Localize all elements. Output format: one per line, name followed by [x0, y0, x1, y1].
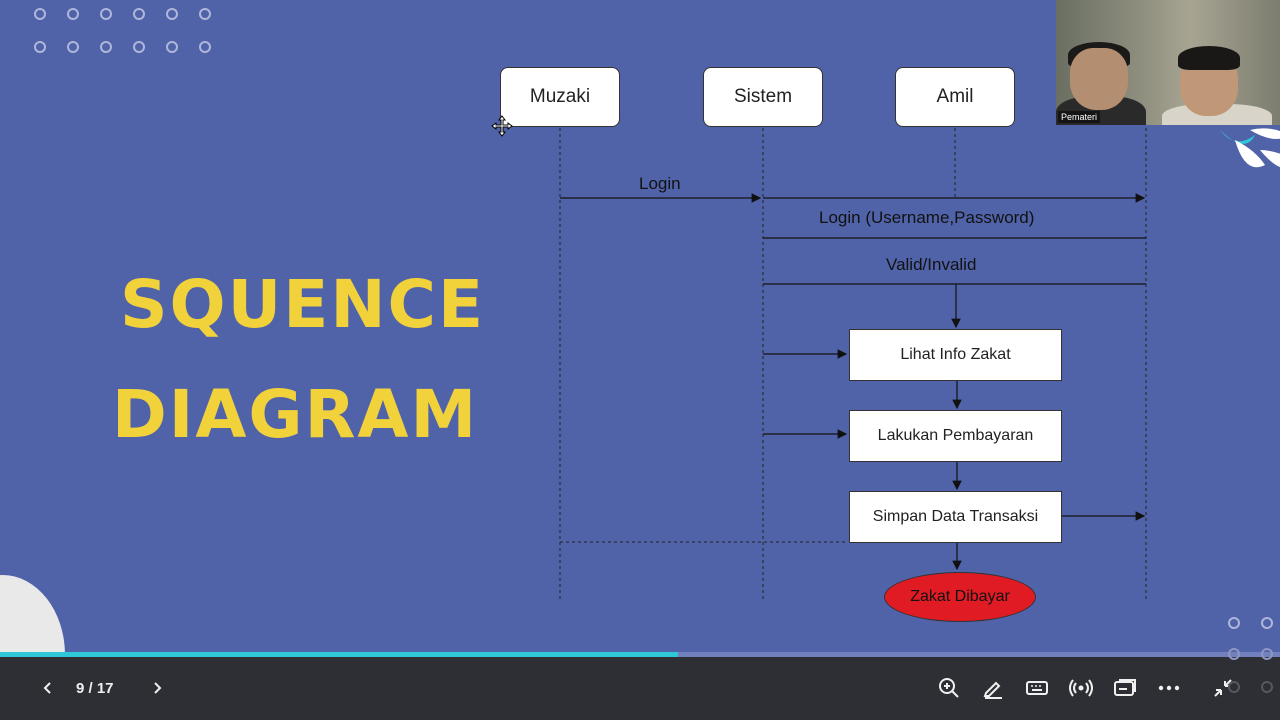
actor-amil: Amil [895, 67, 1015, 127]
chevron-right-icon [154, 682, 162, 694]
actor-muzaki: Muzaki [500, 67, 620, 127]
broadcast-button[interactable] [1063, 669, 1099, 707]
slide-title-line-2: DIAGRAM [112, 376, 479, 453]
decorative-dot [1261, 648, 1273, 660]
more-icon [1158, 685, 1180, 691]
participant-label: Pemateri [1058, 111, 1101, 123]
broadcast-icon [1069, 679, 1093, 697]
move-cursor-icon [491, 115, 513, 137]
zoom-in-icon [939, 678, 959, 698]
sequence-diagram-lines [559, 128, 1147, 602]
previous-slide-button[interactable] [30, 669, 66, 707]
step-lakukan-pembayaran: Lakukan Pembayaran [849, 410, 1062, 462]
message-login: Login [639, 174, 681, 193]
next-slide-button[interactable] [139, 669, 175, 707]
pen-button[interactable] [975, 669, 1011, 707]
pen-icon [983, 681, 1002, 699]
decorative-dot [1228, 681, 1240, 693]
zoom-button[interactable] [931, 669, 967, 707]
decorative-dot [1261, 681, 1273, 693]
chevron-left-icon [43, 682, 51, 694]
decorative-dot [1228, 648, 1240, 660]
present-button[interactable] [1107, 669, 1143, 707]
page-indicator: 9 / 17 [76, 680, 114, 697]
presentation-toolbar: 9 / 17 [0, 648, 1280, 720]
message-valid-invalid: Valid/Invalid [886, 255, 977, 274]
presentation-slide: SQUENCE DIAGRAM Muz [0, 0, 1280, 655]
end-zakat-dibayar: Zakat Dibayar [884, 572, 1036, 622]
message-login-credentials: Login (Username,Password) [819, 208, 1035, 227]
keyboard-button[interactable] [1019, 669, 1055, 707]
step-lihat-info-zakat: Lihat Info Zakat [849, 329, 1062, 381]
slide-title-line-1: SQUENCE [120, 266, 486, 343]
actor-sistem: Sistem [703, 67, 823, 127]
decorative-petals [1220, 128, 1280, 168]
step-simpan-data-transaksi: Simpan Data Transaksi [849, 491, 1062, 543]
present-icon [1114, 679, 1136, 696]
participant-video[interactable]: Pemateri [1056, 0, 1280, 125]
slide-progress-fill [0, 652, 679, 657]
keyboard-icon [1026, 681, 1048, 695]
more-options-button[interactable] [1151, 669, 1187, 707]
